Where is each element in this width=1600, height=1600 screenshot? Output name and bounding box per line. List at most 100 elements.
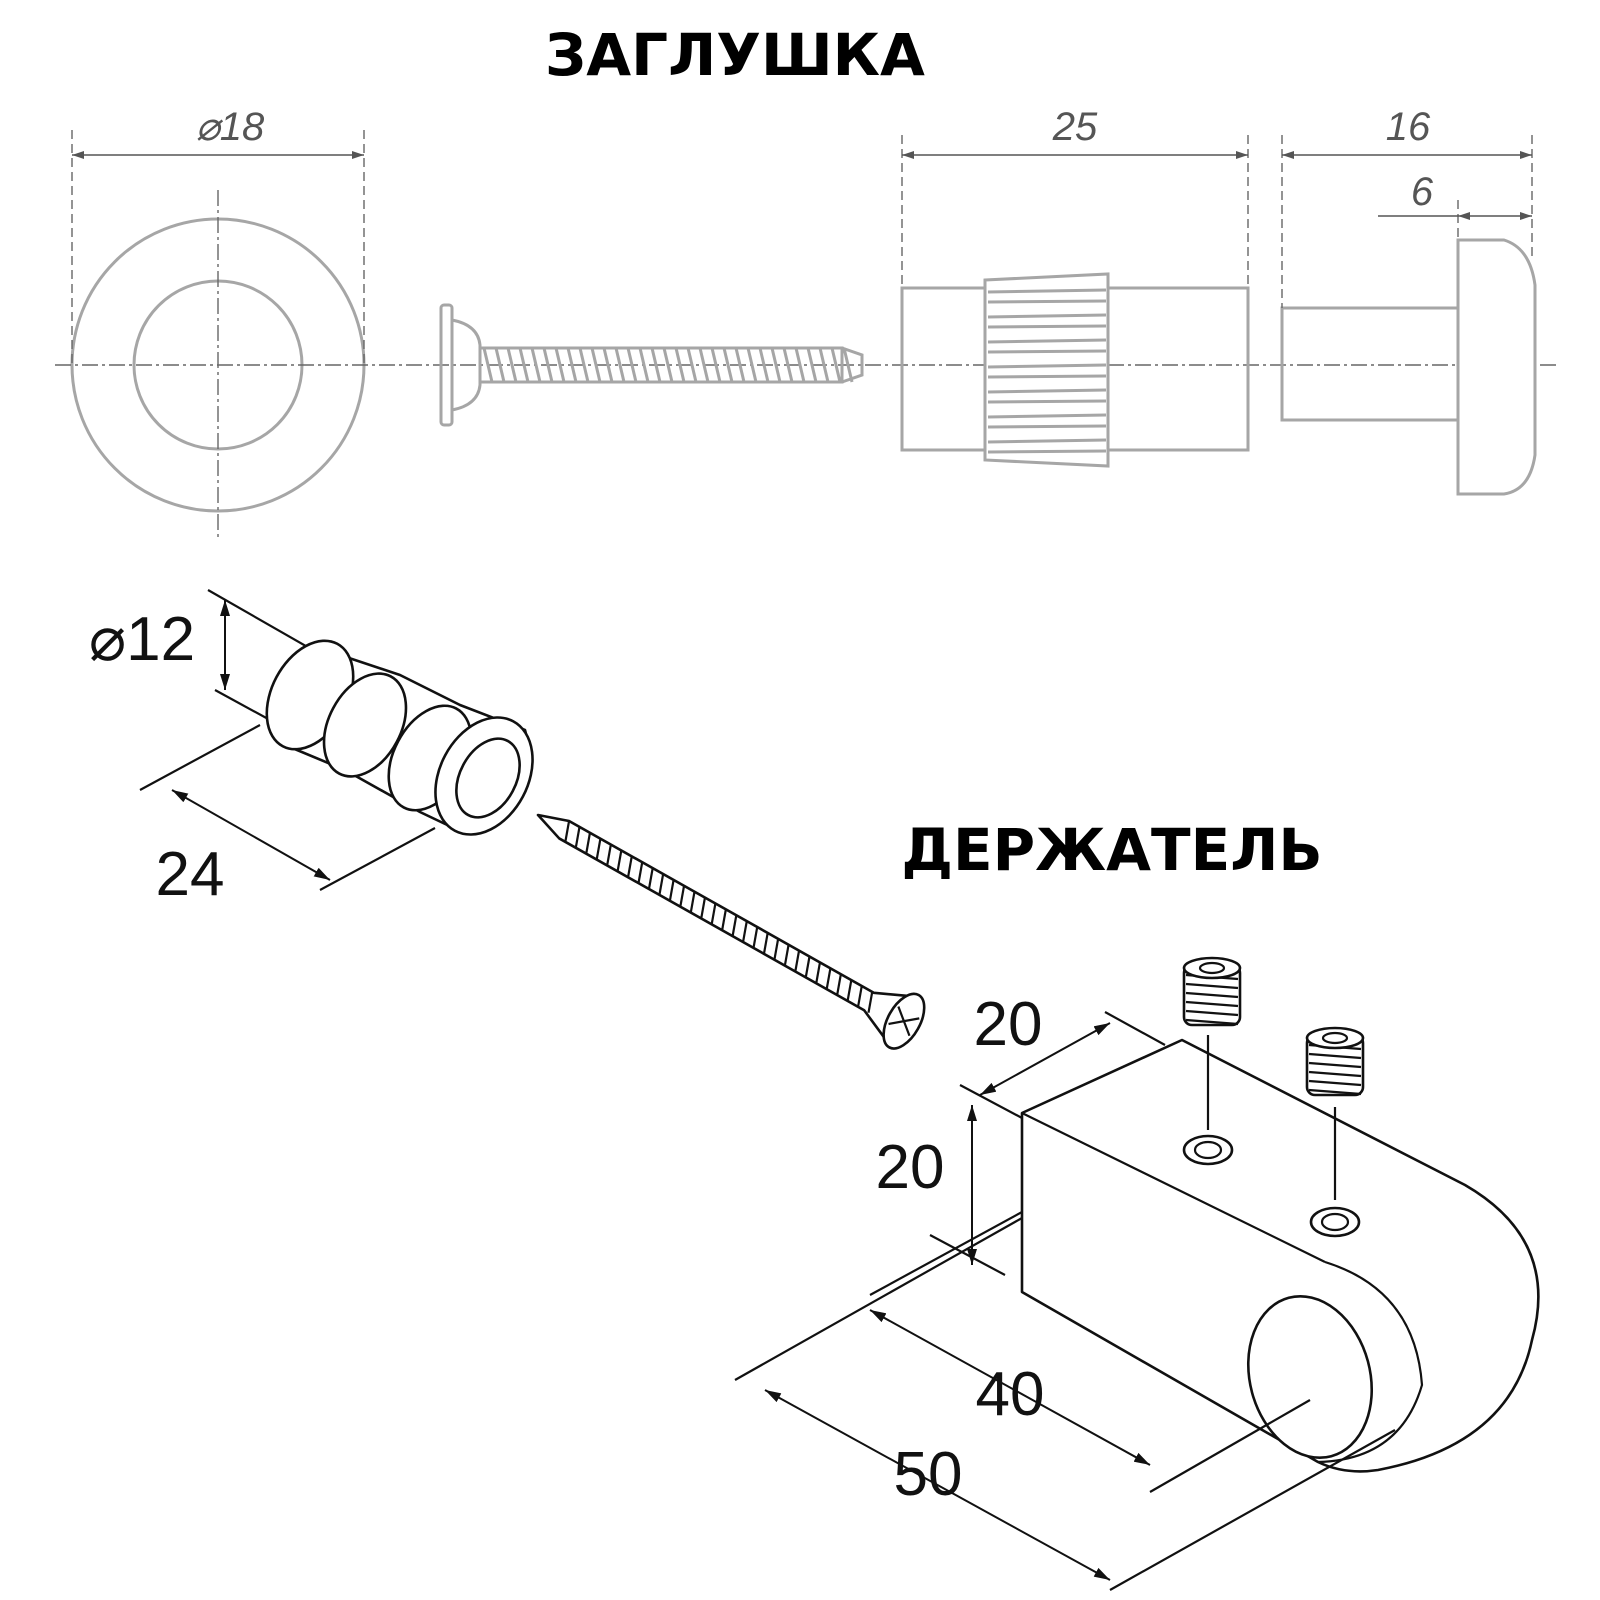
thread-line xyxy=(825,968,832,990)
thread-line xyxy=(752,926,759,949)
dimension-cap: 16 6 xyxy=(1281,105,1533,308)
thread-line xyxy=(626,856,633,878)
thread-line xyxy=(574,826,581,848)
thread-line xyxy=(602,347,614,383)
thread-line xyxy=(836,973,842,996)
thread-line xyxy=(758,347,770,383)
thread-line xyxy=(731,915,738,937)
thread-line xyxy=(638,347,650,383)
thread-line xyxy=(668,879,675,901)
thread-line xyxy=(700,897,707,919)
dim-cap-length: 16 xyxy=(1386,105,1431,149)
dim-socket-length: 24 xyxy=(156,840,225,909)
thread-line xyxy=(585,832,592,854)
thread-line xyxy=(626,347,638,383)
thread-line xyxy=(815,962,822,984)
set-screw xyxy=(1305,1026,1365,1097)
thread-line xyxy=(662,347,674,383)
thread-line xyxy=(658,873,665,896)
thread-line xyxy=(783,944,790,966)
title-holder: ДЕРЖАТЕЛЬ xyxy=(901,816,1322,884)
thread-line xyxy=(674,347,686,383)
socket-holder xyxy=(207,589,534,836)
thread-line xyxy=(987,288,1107,294)
thread-line xyxy=(734,347,746,383)
dimension-holder-height: 20 xyxy=(876,1105,1006,1276)
thread-line xyxy=(830,347,842,383)
thread-line xyxy=(842,347,854,383)
title-plug: ЗАГЛУШКА xyxy=(545,21,925,89)
thread-line xyxy=(987,424,1107,429)
thread-line xyxy=(1308,1079,1362,1087)
thread-line xyxy=(987,449,1107,454)
thread-line xyxy=(606,844,612,866)
thread-line xyxy=(1308,1061,1362,1069)
thread-line xyxy=(542,347,554,383)
thread-line xyxy=(770,347,782,383)
thread-line xyxy=(482,347,494,383)
dim-cap-head: 6 xyxy=(1411,170,1434,214)
thread-line xyxy=(530,347,542,383)
dim-holder-hole-offset: 40 xyxy=(976,1360,1045,1429)
thread-line xyxy=(846,979,853,1002)
thread-line xyxy=(616,850,623,872)
thread-line xyxy=(987,438,1107,444)
thread-line xyxy=(867,991,874,1013)
thread-line xyxy=(494,347,506,383)
thread-line xyxy=(506,347,518,383)
thread-line xyxy=(679,885,686,907)
thread-line xyxy=(647,867,654,890)
thread-line xyxy=(987,413,1107,419)
thread-line xyxy=(987,349,1107,354)
thread-line xyxy=(722,347,734,383)
thread-line xyxy=(1308,1052,1362,1060)
thread-line xyxy=(578,347,590,383)
thread-line xyxy=(710,347,722,383)
thread-line xyxy=(1185,1009,1239,1017)
thread-line xyxy=(806,347,818,383)
thread-line xyxy=(689,891,696,913)
thread-line xyxy=(773,938,780,960)
dimension-plug-diameter: ⌀18 xyxy=(71,105,365,365)
thread-line xyxy=(987,313,1107,319)
thread-line xyxy=(987,388,1107,394)
thread-line xyxy=(987,399,1107,404)
thread-line xyxy=(698,347,710,383)
thread-line xyxy=(1308,1088,1362,1096)
thread-line xyxy=(1185,982,1239,990)
thread-line xyxy=(987,374,1107,379)
thread-line xyxy=(818,347,830,383)
dimension-sleeve-length: 25 xyxy=(901,105,1249,288)
thread-line xyxy=(782,347,794,383)
thread-line xyxy=(721,909,727,931)
plug-cap xyxy=(1280,238,1537,496)
dim-plug-diameter: ⌀18 xyxy=(196,105,265,149)
thread-line xyxy=(987,338,1107,344)
dimension-holder-width: 20 xyxy=(959,990,1166,1119)
thread-line xyxy=(554,347,566,383)
dim-holder-height: 20 xyxy=(876,1133,945,1202)
thread-line xyxy=(686,347,698,383)
thread-line xyxy=(710,903,717,925)
dimension-holder-length: 50 xyxy=(734,1217,1396,1591)
thread-line xyxy=(1185,991,1239,999)
thread-line xyxy=(746,347,758,383)
thread-line xyxy=(637,862,644,884)
thread-line xyxy=(595,838,602,860)
thread-line xyxy=(590,347,602,383)
set-screw xyxy=(1182,956,1242,1027)
dimension-socket-length: 24 xyxy=(139,724,436,909)
thread-line xyxy=(987,324,1107,329)
thread-line xyxy=(804,956,811,978)
expansion-sleeve xyxy=(900,272,1250,468)
thread-line xyxy=(987,299,1107,304)
dim-socket-diameter: ⌀12 xyxy=(89,605,195,674)
dimension-socket-diameter: ⌀12 xyxy=(89,600,230,690)
thread-line xyxy=(987,363,1107,369)
thread-line xyxy=(518,347,530,383)
thread-line xyxy=(650,347,662,383)
thread-line xyxy=(564,820,571,843)
wood-screw xyxy=(536,813,926,1050)
rod-holder xyxy=(1020,1035,1540,1473)
